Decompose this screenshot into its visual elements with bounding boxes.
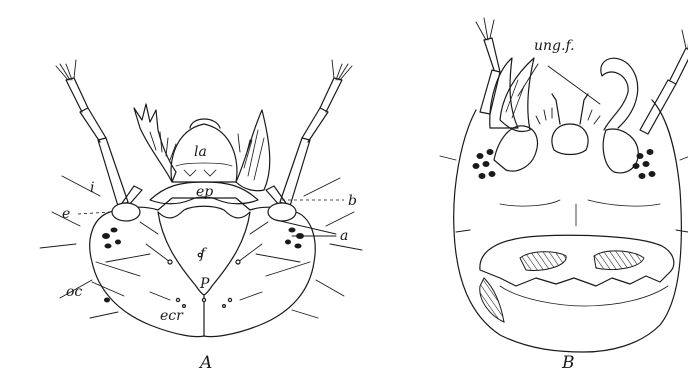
cervical-hatch-right	[594, 251, 644, 270]
antenna-left-b	[476, 18, 500, 114]
lower-margin-b	[500, 286, 668, 306]
panel-b-head-ventral: ung.f. B	[440, 18, 688, 373]
caption-b: B	[561, 353, 575, 373]
mandible-right-b	[601, 58, 638, 130]
antenna-right	[266, 60, 352, 206]
ocelli-right-b	[633, 149, 656, 179]
label-la: la	[194, 144, 207, 160]
labrum-lobes	[184, 170, 216, 176]
ocelli-left-b	[473, 149, 496, 179]
panel-a-head-dorsal: la ep i e b a f P oc ecr A	[40, 60, 362, 373]
label-ung-f: ung.f.	[534, 38, 575, 54]
head-capsule-outline-b	[454, 100, 682, 352]
antennal-socket-left	[112, 203, 140, 221]
maxilla-left	[494, 126, 538, 171]
label-a: a	[340, 228, 348, 244]
cervical-hatch-left	[520, 252, 566, 271]
mandible-left-b2	[500, 58, 534, 132]
mandible-left-b-hatch	[506, 80, 524, 118]
label-oc: oc	[66, 284, 82, 300]
mandible-left	[134, 104, 176, 182]
label-ep: ep	[196, 184, 213, 200]
labium-brush	[536, 108, 600, 124]
antenna-left	[56, 60, 142, 206]
label-b: b	[348, 193, 357, 209]
labial-palps	[552, 94, 588, 124]
labrum-inner	[176, 163, 232, 166]
label-e: e	[62, 206, 70, 222]
mandible-right-hatch	[244, 130, 264, 180]
ventral-suture	[500, 200, 660, 206]
leader-ung-f	[518, 64, 600, 104]
label-f: f	[199, 246, 208, 262]
label-p: P	[199, 276, 210, 292]
leader-oc	[92, 282, 124, 296]
ocelli-right	[285, 228, 304, 249]
leader-a	[276, 220, 336, 236]
caption-a: A	[198, 353, 212, 373]
label-ecr: ecr	[160, 308, 184, 324]
antenna-right-b	[640, 26, 688, 134]
label-i: i	[90, 180, 94, 196]
antennal-socket-right	[268, 203, 296, 221]
labium	[552, 124, 588, 155]
occipital-plate	[480, 235, 674, 286]
mandible-right	[236, 110, 270, 191]
occipital-hatch	[480, 278, 504, 322]
